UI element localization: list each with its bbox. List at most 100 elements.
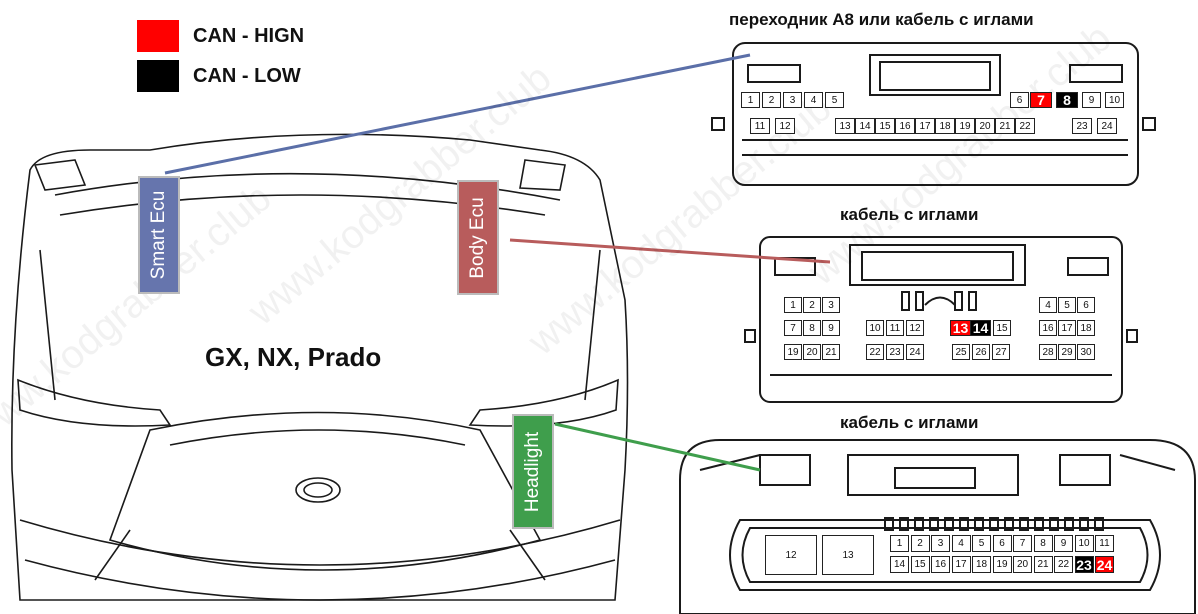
- c2-pin-12: 12: [906, 320, 924, 336]
- c2-pin-11: 11: [886, 320, 904, 336]
- c2-pin-15: 15: [993, 320, 1011, 336]
- connector-a8-title: переходник A8 или кабель с иглами: [729, 10, 1034, 29]
- c3-pin-14: 14: [890, 556, 909, 573]
- c1-pin-14: 14: [855, 118, 875, 134]
- c2-pin-18: 18: [1077, 320, 1095, 336]
- c2-pin-28: 28: [1039, 344, 1057, 360]
- c2-pin-14: 14: [970, 320, 991, 336]
- c3-pin-8: 8: [1033, 535, 1053, 552]
- c2-pin-10: 10: [866, 320, 884, 336]
- c1-pin-23: 23: [1072, 118, 1092, 134]
- headlight-tag: Headlight: [512, 414, 554, 529]
- c2-pin-1: 1: [784, 297, 802, 313]
- c2-pin-13: 13: [950, 320, 971, 336]
- c2-pin-29: 29: [1058, 344, 1076, 360]
- c3-pin-11: 11: [1095, 535, 1114, 552]
- legend-can-low: CAN - LOW: [137, 60, 301, 92]
- c1-pin-8: 8: [1056, 92, 1078, 108]
- c2-pin-6: 6: [1077, 297, 1095, 313]
- c2-pin-19: 19: [784, 344, 802, 360]
- c1-pin-4: 4: [804, 92, 823, 108]
- c2-pin-3: 3: [822, 297, 840, 313]
- c3-pin-17: 17: [951, 556, 971, 573]
- c3-pin-20: 20: [1013, 556, 1032, 573]
- c3-pin-19: 19: [992, 556, 1012, 573]
- c2-pin-25: 25: [952, 344, 970, 360]
- c2-pin-22: 22: [866, 344, 884, 360]
- c2-pin-20: 20: [803, 344, 821, 360]
- c1-pin-17: 17: [915, 118, 935, 134]
- c3-pin-16: 16: [931, 556, 950, 573]
- c1-pin-20: 20: [975, 118, 995, 134]
- can-high-label: CAN - HIGN: [193, 24, 305, 47]
- c3-pin-13: 13: [822, 535, 874, 575]
- car-models-label: GX, NX, Prado: [205, 342, 382, 372]
- c1-pin-11: 11: [750, 118, 770, 134]
- smart-ecu-tag: Smart Ecu: [138, 176, 180, 294]
- c3-pin-1: 1: [890, 535, 909, 552]
- c3-pin-21: 21: [1033, 556, 1053, 573]
- c3-pin-2: 2: [910, 535, 930, 552]
- c1-pin-1: 1: [741, 92, 760, 108]
- c1-pin-6: 6: [1010, 92, 1029, 108]
- c2-pin-30: 30: [1077, 344, 1095, 360]
- c1-pin-2: 2: [762, 92, 781, 108]
- c3-pin-4: 4: [951, 535, 971, 552]
- c2-pin-17: 17: [1058, 320, 1076, 336]
- c1-pin-5: 5: [825, 92, 844, 108]
- c1-pin-18: 18: [935, 118, 955, 134]
- c1-pin-3: 3: [783, 92, 802, 108]
- c2-pin-26: 26: [972, 344, 990, 360]
- connector-a8-housing: [711, 42, 1156, 186]
- c2-pin-5: 5: [1058, 297, 1076, 313]
- c3-pin-22: 22: [1054, 556, 1073, 573]
- legend-can-high: CAN - HIGN: [137, 20, 304, 52]
- c3-pin-5: 5: [972, 535, 991, 552]
- c3-pin-7: 7: [1013, 535, 1032, 552]
- c1-pin-7: 7: [1030, 92, 1052, 108]
- c2-pin-24: 24: [906, 344, 924, 360]
- c3-pin-10: 10: [1074, 535, 1094, 552]
- c2-pin-16: 16: [1039, 320, 1057, 336]
- c1-pin-12: 12: [775, 118, 795, 134]
- c1-pin-21: 21: [995, 118, 1015, 134]
- can-low-swatch: [137, 60, 179, 92]
- c2-pin-2: 2: [803, 297, 821, 313]
- headlight-leader-line: [554, 422, 761, 472]
- car-front-outline: [11, 133, 629, 601]
- headlight-tag-label: Headlight: [522, 431, 543, 512]
- c1-pin-22: 22: [1015, 118, 1035, 134]
- smart-ecu-tag-label: Smart Ecu: [148, 190, 169, 280]
- c3-pin-15: 15: [910, 556, 930, 573]
- c2-pin-9: 9: [822, 320, 840, 336]
- c3-pin-3: 3: [931, 535, 950, 552]
- body-ecu-tag-label: Body Ecu: [467, 196, 488, 279]
- c3-pin-24: 24: [1095, 556, 1114, 573]
- c3-pin-18: 18: [972, 556, 991, 573]
- c1-pin-13: 13: [835, 118, 855, 134]
- c1-pin-16: 16: [895, 118, 915, 134]
- c3-pin-9: 9: [1054, 535, 1073, 552]
- body-ecu-tag: Body Ecu: [457, 180, 499, 295]
- c2-pin-23: 23: [886, 344, 904, 360]
- c3-pin-6: 6: [992, 535, 1012, 552]
- c2-pin-8: 8: [803, 320, 821, 336]
- connector-body-ecu-housing: [744, 236, 1138, 403]
- c2-pin-27: 27: [992, 344, 1010, 360]
- c1-pin-9: 9: [1082, 92, 1101, 108]
- c3-pin-23: 23: [1074, 556, 1094, 573]
- body-ecu-leader-line: [509, 238, 831, 264]
- connector-body-ecu-title: кабель с иглами: [840, 205, 979, 224]
- c2-pin-21: 21: [822, 344, 840, 360]
- c1-pin-10: 10: [1105, 92, 1124, 108]
- c1-pin-15: 15: [875, 118, 895, 134]
- connector-headlight-housing: [679, 439, 1196, 614]
- connector-headlight-title: кабель с иглами: [840, 413, 979, 432]
- smart-ecu-leader-line: [164, 53, 751, 175]
- c1-pin-24: 24: [1097, 118, 1117, 134]
- c3-pin-12: 12: [765, 535, 817, 575]
- c2-pin-7: 7: [784, 320, 802, 336]
- c2-pin-4: 4: [1039, 297, 1057, 313]
